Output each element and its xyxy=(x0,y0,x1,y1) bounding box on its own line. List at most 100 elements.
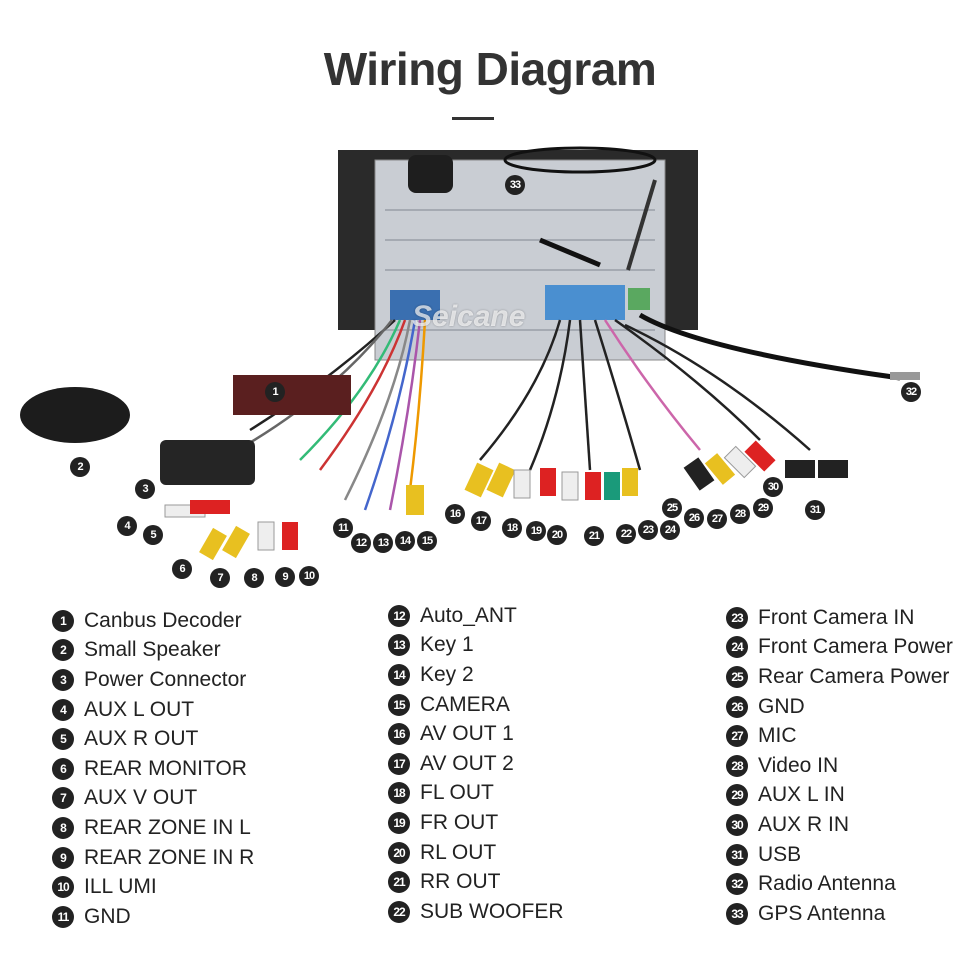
connector-right xyxy=(545,285,625,320)
legend-label: Front Camera Power xyxy=(758,635,953,659)
wifi-antenna xyxy=(539,237,601,268)
callout-marker: 29 xyxy=(753,498,773,518)
legend-item: 3 Power Connector xyxy=(52,665,254,695)
callout-marker: 15 xyxy=(417,531,437,551)
callout-marker: 27 xyxy=(707,509,727,529)
title-underline xyxy=(452,117,494,120)
legend-label: ILL UMI xyxy=(84,875,157,899)
callout-marker: 32 xyxy=(901,382,921,402)
callout-marker: 21 xyxy=(584,526,604,546)
radio-antenna-cable xyxy=(638,312,901,381)
legend-label: Canbus Decoder xyxy=(84,608,242,632)
legend-number-badge: 9 xyxy=(52,846,74,869)
callout-marker: 16 xyxy=(445,504,465,524)
legend-label: FR OUT xyxy=(420,810,499,834)
legend-label: GND xyxy=(84,904,131,928)
legend-number-badge: 13 xyxy=(388,634,410,657)
callout-marker: 2 xyxy=(70,457,90,477)
legend-number-badge: 30 xyxy=(726,813,748,836)
callout-marker: 4 xyxy=(117,516,137,536)
legend-number-badge: 25 xyxy=(726,665,748,688)
legend-number-badge: 4 xyxy=(52,698,74,721)
legend-label: Power Connector xyxy=(84,667,247,691)
page-title: Wiring Diagram xyxy=(323,43,657,95)
callout-marker: 20 xyxy=(547,525,567,545)
legend-item: 12 Auto_ANT xyxy=(388,601,564,631)
legend-label: AV OUT 1 xyxy=(420,722,514,746)
legend-number-badge: 15 xyxy=(388,693,410,716)
callout-marker: 12 xyxy=(351,533,371,553)
legend-number-badge: 14 xyxy=(388,663,410,686)
legend-number-badge: 29 xyxy=(726,784,748,807)
legend-number-badge: 18 xyxy=(388,782,410,805)
legend-number-badge: 21 xyxy=(388,871,410,894)
callout-marker: 5 xyxy=(143,525,163,545)
usb-plug-1 xyxy=(785,460,815,478)
callout-marker: 1 xyxy=(265,382,285,402)
usb-port-green xyxy=(628,288,650,310)
legend-label: Video IN xyxy=(758,753,839,777)
legend-item: 15 CAMERA xyxy=(388,690,564,720)
legend-number-badge: 8 xyxy=(52,816,74,839)
legend-number-badge: 10 xyxy=(52,876,74,899)
legend-item: 4 AUX L OUT xyxy=(52,695,254,725)
legend-item: 24 Front Camera Power xyxy=(726,633,953,663)
legend-item: 18 FL OUT xyxy=(388,779,564,809)
legend-label: CAMERA xyxy=(420,692,510,716)
legend-item: 11 GND xyxy=(52,902,254,932)
legend-label: MIC xyxy=(758,724,797,748)
callout-marker: 10 xyxy=(299,566,319,586)
callout-marker: 17 xyxy=(471,511,491,531)
rca-plugs-left xyxy=(164,485,424,561)
legend-number-badge: 27 xyxy=(726,725,748,748)
legend-label: RR OUT xyxy=(420,870,501,894)
head-unit-illustration xyxy=(20,146,920,561)
legend-label: REAR ZONE IN R xyxy=(84,845,255,869)
legend-label: Key 1 xyxy=(420,633,474,657)
callout-marker: 23 xyxy=(638,520,658,540)
legend-number-badge: 3 xyxy=(52,668,74,691)
usb-plug-2 xyxy=(818,460,848,478)
legend-number-badge: 24 xyxy=(726,636,748,659)
callout-marker: 25 xyxy=(662,498,682,518)
watermark: Seicane xyxy=(412,300,526,333)
legend-label: AV OUT 2 xyxy=(420,751,514,775)
legend-number-badge: 5 xyxy=(52,728,74,751)
callout-marker: 14 xyxy=(395,531,415,551)
power-connector xyxy=(160,440,255,485)
legend-number-badge: 11 xyxy=(52,905,74,928)
legend-label: AUX L OUT xyxy=(84,697,195,721)
legend-item: 27 MIC xyxy=(726,721,953,751)
legend-label: FL OUT xyxy=(420,781,494,805)
gps-antenna-module xyxy=(408,155,453,193)
legend-label: Auto_ANT xyxy=(420,603,517,627)
legend-item: 21 RR OUT xyxy=(388,867,564,897)
callout-marker: 8 xyxy=(244,568,264,588)
callout-marker: 6 xyxy=(172,559,192,579)
legend-label: REAR ZONE IN L xyxy=(84,815,251,839)
callout-marker: 3 xyxy=(135,479,155,499)
legend-number-badge: 32 xyxy=(726,873,748,896)
legend-label: Rear Camera Power xyxy=(758,664,950,688)
legend-number-badge: 31 xyxy=(726,843,748,866)
callout-marker: 28 xyxy=(730,504,750,524)
legend-item: 25 Rear Camera Power xyxy=(726,662,953,692)
legend-item: 8 REAR ZONE IN L xyxy=(52,813,254,843)
legend-item: 9 REAR ZONE IN R xyxy=(52,843,254,873)
rca-plugs-right xyxy=(464,440,848,501)
callout-marker: 9 xyxy=(275,567,295,587)
legend-number-badge: 12 xyxy=(388,604,410,627)
callout-marker: 11 xyxy=(333,518,353,538)
